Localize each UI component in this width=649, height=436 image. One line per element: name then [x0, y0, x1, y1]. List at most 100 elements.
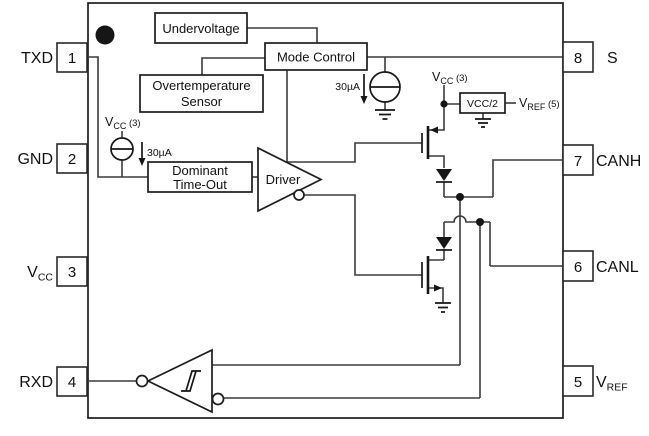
- pin-label-subscript: CC: [38, 272, 54, 284]
- pin-box: [562, 365, 594, 397]
- driver-label: Driver: [266, 172, 301, 187]
- undervoltage-label: Undervoltage: [162, 21, 239, 36]
- pin-label: VREF: [596, 374, 628, 394]
- pin1-marker-dot: [95, 25, 115, 45]
- overtemperature-label-1: Overtemperature: [152, 78, 250, 93]
- pin-canh: 7 CANH: [562, 144, 641, 176]
- pin-box: [562, 250, 594, 282]
- pin-box: [562, 41, 594, 73]
- schmitt-trigger-icon: [181, 370, 201, 392]
- dominant-timeout-label-1: Dominant: [172, 163, 228, 178]
- ground-icon: [435, 302, 451, 313]
- mode-control-block: Mode Control: [264, 42, 368, 71]
- junction-dot: [440, 100, 448, 108]
- pin-label-symbol: V: [596, 374, 607, 391]
- wire-overtemp-to-modecontrol: [201, 57, 265, 75]
- pin-box: [56, 143, 88, 174]
- pin-label: VCC: [27, 264, 53, 284]
- pin-label: CANL: [596, 259, 639, 276]
- pin-number: 6: [574, 259, 582, 276]
- wire-driver-to-pmos-gate: [287, 142, 422, 163]
- pin-number: 2: [68, 151, 76, 168]
- vcc-left-label: VCC (3): [105, 115, 141, 131]
- pin-label: S: [607, 50, 618, 67]
- pin-vref: 5 VREF: [562, 365, 628, 397]
- pin-number: 4: [68, 374, 76, 391]
- pin-box: [56, 366, 88, 397]
- wire-nmos-source: [428, 287, 444, 303]
- pin-vcc: 3 VCC: [27, 256, 88, 287]
- wire-canl-net: [489, 222, 563, 267]
- pin-s: 8 S: [562, 41, 618, 73]
- vcc-subscript: CC: [113, 121, 126, 131]
- wire-canh-net: [492, 159, 563, 197]
- wire-canh-to-receiver: [212, 197, 461, 366]
- pin-number: 5: [574, 374, 582, 391]
- overtemperature-block: Overtemperature Sensor: [139, 74, 264, 113]
- dominant-timeout-block: Dominant Time-Out: [147, 161, 253, 193]
- inverting-bubble-icon: [211, 392, 225, 406]
- pin-label: CANH: [596, 153, 641, 170]
- pin-box: [56, 256, 88, 287]
- pin-box: [562, 144, 594, 176]
- left-current-source: [110, 137, 146, 166]
- mode-control-label: Mode Control: [277, 50, 355, 65]
- vcc-divider-block: VCC/2: [459, 92, 506, 114]
- vref-output-label: VREF (5): [519, 96, 560, 112]
- pin-label: GND: [17, 151, 53, 168]
- pmos-source-arrow: [430, 126, 438, 134]
- wire-pmos-drain: [428, 155, 445, 168]
- current-arrowhead: [360, 96, 368, 104]
- pin-number: 3: [68, 264, 76, 281]
- wire-txd-net: [88, 56, 148, 178]
- wire-canl-node-with-hop: [444, 215, 490, 223]
- current-arrowhead: [138, 158, 146, 166]
- pin-label-symbol: V: [27, 264, 38, 281]
- pin-gnd: 2 GND: [17, 143, 88, 174]
- diode-icon: [436, 169, 452, 183]
- pin-number: 8: [574, 50, 582, 67]
- junction-dots: [440, 100, 484, 226]
- ground-icon: [475, 118, 491, 128]
- vcc-subscript: CC: [440, 76, 453, 86]
- inverting-bubble-icon: [293, 189, 305, 201]
- vref-pin-ref: (5): [545, 99, 559, 110]
- junction-dot: [456, 193, 464, 201]
- wire-undervoltage-to-modecontrol: [247, 27, 318, 43]
- receiver-block: [135, 348, 225, 414]
- pin-box: [56, 42, 88, 73]
- pin-label: TXD: [21, 50, 53, 67]
- diode-icon: [436, 237, 452, 251]
- vcc-right-label: VCC (3): [432, 70, 468, 86]
- nmos-transistor-icon: [421, 256, 442, 294]
- receiver-triangle: [146, 348, 213, 414]
- wires: [88, 27, 563, 399]
- vcc-symbol: V: [432, 70, 441, 84]
- ground-icon: [375, 109, 395, 120]
- overtemperature-label-2: Sensor: [181, 94, 223, 109]
- dominant-timeout-label-2: Time-Out: [173, 177, 227, 192]
- ic-outline: [87, 2, 564, 419]
- pin-label-subscript: REF: [607, 382, 628, 394]
- pin-number: 7: [574, 153, 582, 170]
- nmos-source-arrow: [434, 284, 442, 292]
- inverting-bubble-icon: [135, 374, 149, 388]
- vcc-pin-ref: (3): [126, 118, 140, 129]
- vref-subscript: REF: [527, 102, 546, 112]
- driver-block: Driver: [257, 146, 323, 213]
- wire-canl-to-receiver: [224, 222, 481, 399]
- pin-label: RXD: [19, 374, 53, 391]
- pin-number: 1: [68, 50, 76, 67]
- wire-driver-to-nmos-gate: [304, 194, 422, 276]
- vcc-pin-ref: (3): [453, 73, 467, 84]
- driver-triangle: [257, 146, 323, 213]
- vcc-divider-label: VCC/2: [467, 98, 498, 110]
- undervoltage-block: Undervoltage: [154, 12, 248, 44]
- junction-dot: [476, 218, 484, 226]
- bias-current-left-label: 30µA: [147, 147, 172, 159]
- right-current-source: [360, 71, 401, 120]
- pin-canl: 6 CANL: [562, 250, 639, 282]
- bias-current-right-label: 30µA: [335, 81, 360, 93]
